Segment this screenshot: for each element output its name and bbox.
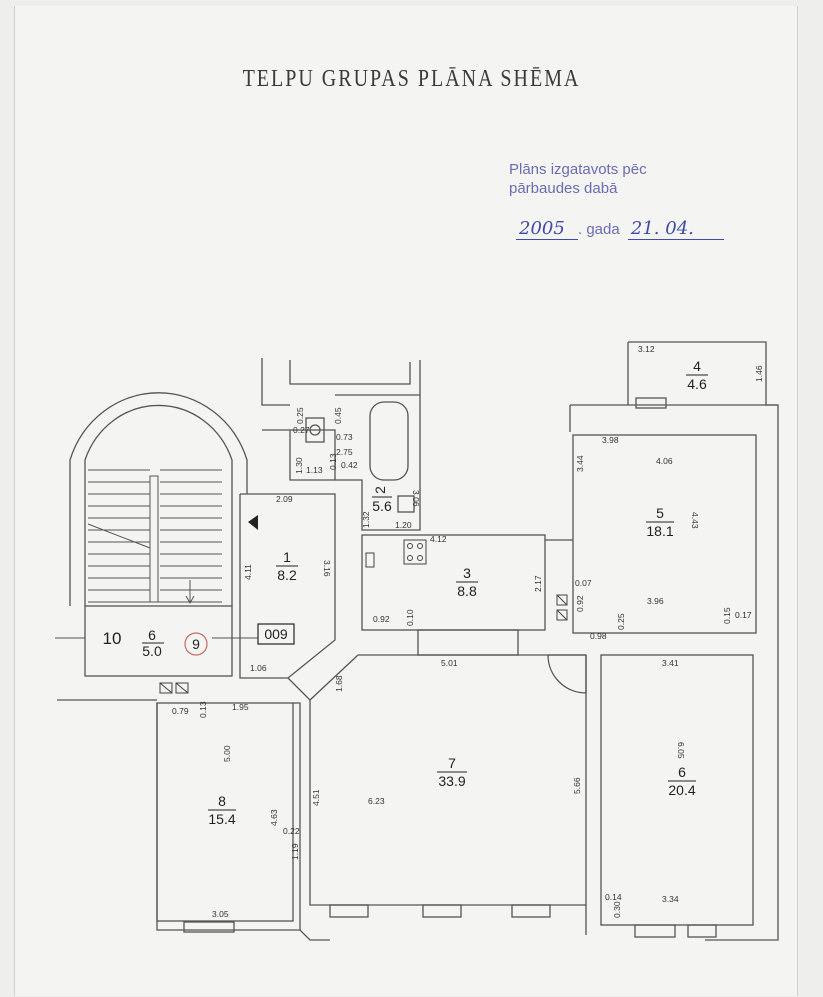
room-3-area: 8.8 xyxy=(457,583,477,599)
verification-stamp: Plāns izgatavots pēc pārbaudes dabā xyxy=(509,160,647,198)
dim: 1.30 xyxy=(294,457,304,474)
dim: 3.12 xyxy=(638,344,655,354)
dim: 1.20 xyxy=(395,520,412,530)
dim: 4.06 xyxy=(656,456,673,466)
room-labels: 1 8.2 2 5.6 3 8.8 4 4.6 5 18.1 6 20.4 7 … xyxy=(103,358,708,827)
room-8-area: 15.4 xyxy=(208,811,235,827)
dim: 3.98 xyxy=(602,435,619,445)
dim: 6.05 xyxy=(676,742,686,759)
dim: 3.05 xyxy=(212,909,229,919)
dim: 0.92 xyxy=(373,614,390,624)
stair-room-area: 5.0 xyxy=(142,643,162,659)
stamp-year: 2005 xyxy=(516,218,578,240)
dim: 0.27 xyxy=(293,425,310,435)
dim: 0.13 xyxy=(328,453,338,470)
dim: 4.11 xyxy=(243,564,253,580)
dim: 3.44 xyxy=(575,455,585,472)
dim: 0.15 xyxy=(722,607,732,624)
dim: 4.51 xyxy=(311,789,321,806)
dim: 1.68 xyxy=(334,675,344,692)
stair-room-no: 6 xyxy=(148,627,156,643)
stamp-line-1: Plāns izgatavots pēc xyxy=(509,161,647,178)
plan-sheet xyxy=(14,6,798,996)
dim: 5.01 xyxy=(441,658,458,668)
circle-mark-icon xyxy=(184,632,208,656)
dim: 0.92 xyxy=(575,595,585,612)
dimensions: 3.12 1.46 0.25 0.45 0.27 0.73 2.75 1.30 … xyxy=(172,344,764,919)
dim: 0.22 xyxy=(283,826,300,836)
dim: 4.12 xyxy=(430,534,447,544)
dim: 6.23 xyxy=(368,796,385,806)
dim: 5.66 xyxy=(572,777,582,794)
dim: 1.19 xyxy=(290,843,300,860)
dim: 0.42 xyxy=(341,460,358,470)
dim: 0.10 xyxy=(405,609,415,626)
box-009 xyxy=(257,623,295,645)
stamp-date: 2005. gada 21. 04. xyxy=(516,218,724,240)
room-3-no: 3 xyxy=(463,565,471,581)
dim: 0.07 xyxy=(575,578,592,588)
room-8-no: 8 xyxy=(218,793,226,809)
dim: 3.41 xyxy=(662,658,679,668)
room-6-area: 20.4 xyxy=(668,782,695,798)
stair-box-label: 009 xyxy=(264,626,288,642)
room-1-area: 8.2 xyxy=(277,567,297,583)
symbols xyxy=(159,539,568,694)
stamp-gada: . gada xyxy=(578,221,620,238)
dim: 0.79 xyxy=(172,706,189,716)
dim: 0.98 xyxy=(590,631,607,641)
dim: 3.34 xyxy=(662,894,679,904)
dim: 2.09 xyxy=(276,494,293,504)
dim: 2.17 xyxy=(533,575,543,592)
dim: 0.13 xyxy=(198,701,208,718)
room-2-no: 2 xyxy=(372,486,388,494)
room-5-area: 18.1 xyxy=(646,523,673,539)
dim: 4.63 xyxy=(269,809,279,826)
room-7-no: 7 xyxy=(448,755,456,771)
room-4-area: 4.6 xyxy=(687,376,707,392)
room-1-no: 1 xyxy=(283,549,291,565)
stamp-day: 21. 04. xyxy=(627,218,724,240)
dim: 0.25 xyxy=(295,407,305,424)
walls xyxy=(57,341,779,941)
dim: 3.16 xyxy=(322,560,332,577)
dim: 1.46 xyxy=(754,365,764,382)
dim: 0.73 xyxy=(336,432,353,442)
dim: 4.43 xyxy=(690,512,700,529)
dim: 1.06 xyxy=(250,663,267,673)
room-2-area: 5.6 xyxy=(372,498,392,514)
room-4-no: 4 xyxy=(693,358,701,374)
dim: 1.13 xyxy=(306,465,323,475)
dim: 0.30 xyxy=(612,901,622,918)
room-5-no: 5 xyxy=(656,505,664,521)
dim: 1.95 xyxy=(232,702,249,712)
dim: 3.06 xyxy=(411,490,421,507)
dim: 1.32 xyxy=(361,511,371,528)
dim: 0.17 xyxy=(735,610,752,620)
room-7-area: 33.9 xyxy=(438,773,465,789)
dim: 2.75 xyxy=(336,447,353,457)
dim: 0.25 xyxy=(616,613,626,630)
dim: 5.00 xyxy=(222,745,232,762)
room-6-no: 6 xyxy=(678,764,686,780)
stair-left-no: 10 xyxy=(103,629,122,648)
door-marker-icon xyxy=(248,515,258,530)
dim: 0.14 xyxy=(605,892,622,902)
stair-circle-no: 9 xyxy=(192,636,200,652)
plan-title: TELPU GRUPAS PLĀNA SHĒMA xyxy=(242,65,581,93)
stair-treads xyxy=(55,469,258,639)
stamp-line-2: pārbaudes dabā xyxy=(509,180,618,197)
dim: 0.45 xyxy=(333,407,343,424)
dim: 3.96 xyxy=(647,596,664,606)
